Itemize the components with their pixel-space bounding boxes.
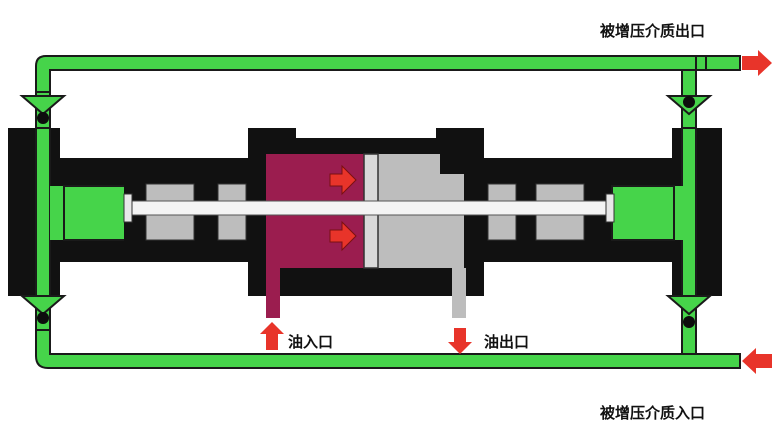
check-valve-icon xyxy=(665,295,713,328)
medium-outlet-label: 被增压介质出口 xyxy=(600,22,706,40)
oil-outlet-label: 油出口 xyxy=(484,333,530,351)
check-valve-icon xyxy=(19,295,67,324)
right-hp-chamber xyxy=(611,185,675,241)
right-plunger-end xyxy=(605,193,615,223)
oil-inlet-label: 油入口 xyxy=(288,333,334,351)
right-end-cap xyxy=(608,127,722,297)
check-valve-icon xyxy=(19,95,67,124)
medium-inlet-label: 被增压介质入口 xyxy=(600,404,706,422)
bottom-pipe xyxy=(35,329,741,369)
arrow-icon xyxy=(742,50,772,76)
left-hp-chamber xyxy=(63,185,127,241)
left-end-cap xyxy=(8,127,127,297)
arrow-icon xyxy=(742,348,772,374)
return-chamber xyxy=(370,154,466,318)
arrow-icon xyxy=(448,328,472,354)
arrow-icon xyxy=(260,322,284,350)
arrow-icon xyxy=(329,164,357,252)
oil-chamber xyxy=(266,154,370,318)
piston-rod xyxy=(127,200,615,216)
check-valve-icon xyxy=(665,95,713,116)
left-plunger-end xyxy=(123,193,133,223)
right-top-tee xyxy=(695,55,707,71)
cylinder-housing xyxy=(248,128,484,318)
top-pipe xyxy=(35,55,741,93)
